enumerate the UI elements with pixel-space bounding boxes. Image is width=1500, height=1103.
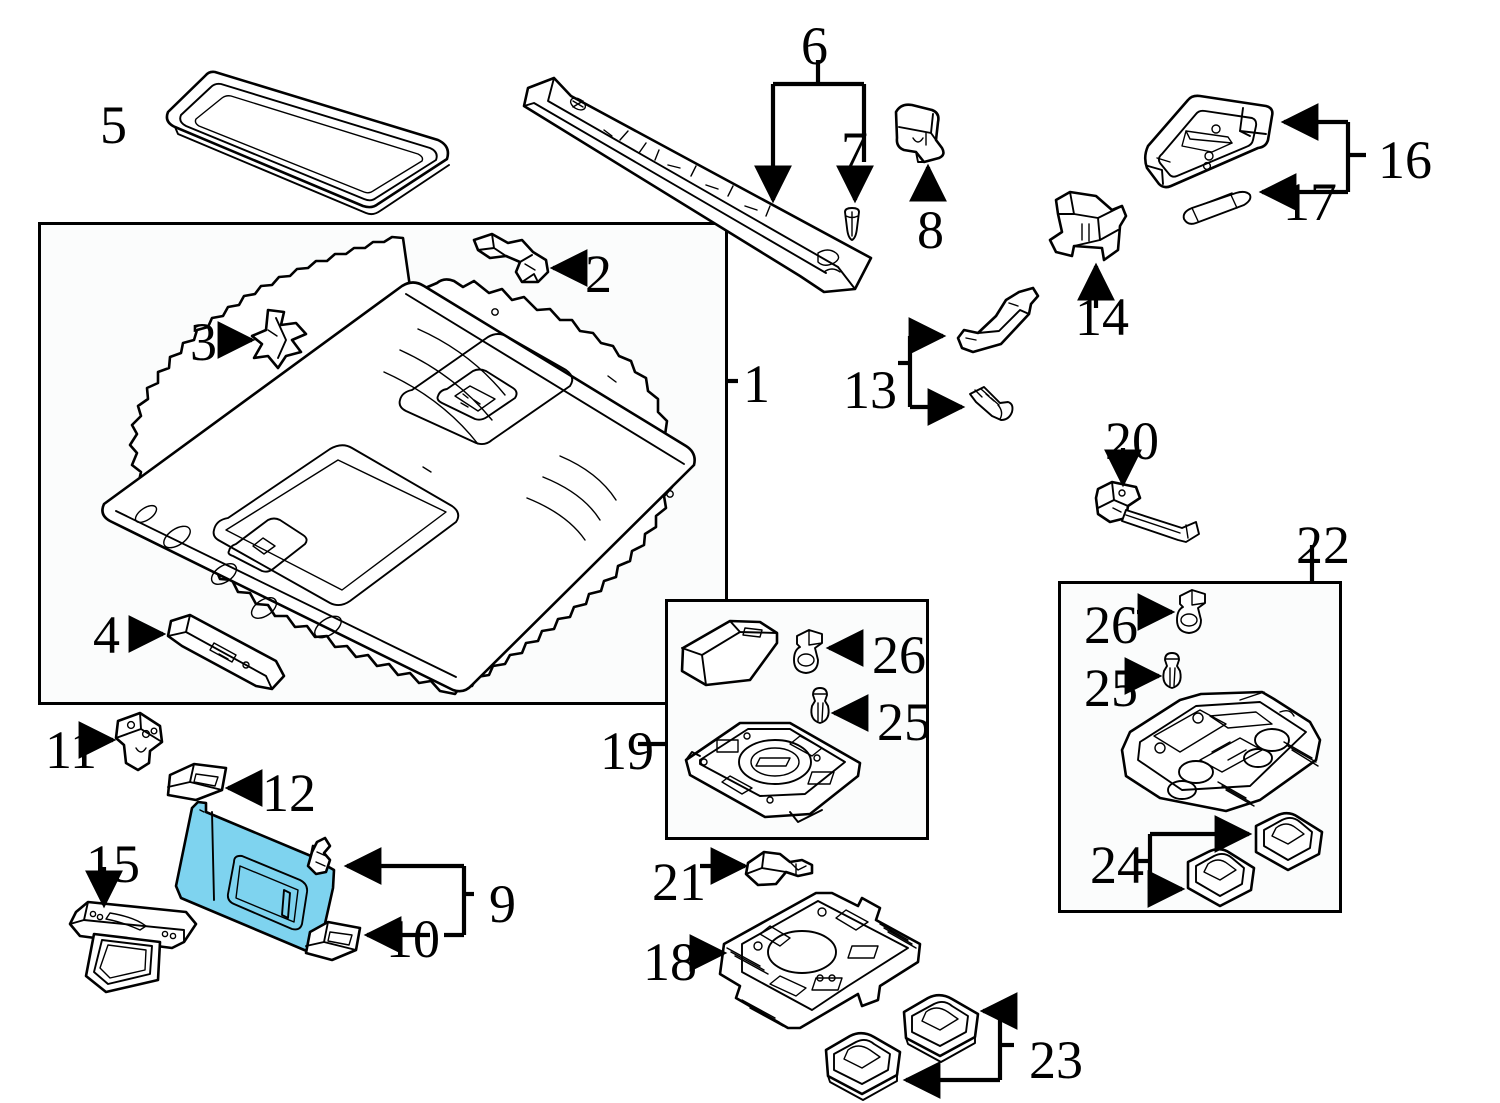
callout-number-visor-support-clip[interactable]: 10 — [386, 909, 440, 969]
callout-number-sun-visor-group[interactable]: 9 — [489, 874, 516, 934]
part-8-visor-mount-bracket — [894, 103, 945, 164]
callout-number-vanity-mirror-lamp[interactable]: 15 — [86, 834, 140, 894]
part-2-grab-handle-bracket — [472, 232, 550, 284]
part-1-headliner — [101, 235, 696, 696]
part-13-screw — [969, 386, 1014, 421]
callout-number-console-lens-pair[interactable]: 23 — [1029, 1030, 1083, 1090]
leader-24 — [1136, 815, 1253, 908]
callout-number-socket-bulb-holder[interactable]: 26 — [872, 625, 926, 685]
callout-number-visor-mount-bracket[interactable]: 8 — [917, 200, 944, 260]
callout-number-map-lamp-assembly-group[interactable]: 16 — [1378, 130, 1432, 190]
callout-number-coat-hook-bracket[interactable]: 11 — [45, 720, 97, 780]
part-6-header-trim — [522, 76, 873, 294]
part-5-sunroof-seal — [165, 70, 450, 216]
callout-number-console-lens-pair-boxed[interactable]: 24 — [1090, 835, 1144, 895]
callout-number-overhead-console-group[interactable]: 19 — [600, 721, 654, 781]
part-17-map-lamp-bulb — [1182, 190, 1252, 225]
part-19-contents — [680, 619, 862, 823]
part-13-assist-handle — [956, 286, 1040, 354]
callout-number-assist-handle-group[interactable]: 13 — [843, 360, 897, 420]
part-10-visor-support-clip — [304, 920, 362, 962]
part-16-map-lamp-assembly — [1143, 94, 1274, 189]
part-22-contents — [1120, 589, 1324, 908]
part-18-console-base — [718, 891, 922, 1030]
callout-number-handle-end-cover[interactable]: 14 — [1075, 287, 1129, 347]
part-7-push-pin-clip — [844, 207, 860, 241]
callout-number-windshield-header-trim-group[interactable]: 6 — [801, 16, 828, 76]
leader-23 — [902, 992, 1018, 1099]
callout-number-wedge-base-bulb[interactable]: 25 — [1084, 658, 1138, 718]
part-14-handle-end-cover — [1048, 190, 1128, 262]
callout-number-grab-handle-bracket[interactable]: 2 — [585, 244, 612, 304]
leader-6 — [754, 60, 874, 204]
callout-number-sunroof-opening-seal[interactable]: 5 — [100, 95, 127, 155]
part-4-assist-handle-trim — [166, 613, 286, 691]
part-9-sun-visor — [174, 800, 336, 954]
callout-number-overhead-console-base[interactable]: 18 — [643, 932, 697, 992]
callout-number-map-lamp-bulb[interactable]: 17 — [1283, 172, 1337, 232]
part-21-connector — [744, 850, 814, 887]
callout-number-sunroof-handle-latch[interactable]: 20 — [1105, 411, 1159, 471]
leader-13 — [898, 317, 966, 426]
callout-number-overhead-console-lamp-group[interactable]: 22 — [1296, 515, 1350, 575]
callout-number-visor-retainer-hook[interactable]: 12 — [262, 763, 316, 823]
callout-number-header-trim-clip[interactable]: 7 — [841, 121, 868, 181]
callout-number-socket-bulb-holder[interactable]: 26 — [1084, 595, 1138, 655]
part-11-coat-hook-bracket — [114, 711, 164, 772]
leader-16-17 — [1258, 103, 1366, 211]
callout-number-headliner-assembly-group[interactable]: 1 — [743, 354, 770, 414]
part-12-visor-retainer-hook — [166, 762, 228, 802]
callout-number-assist-handle-trim[interactable]: 4 — [93, 605, 120, 665]
callout-number-retainer-clip[interactable]: 3 — [190, 312, 217, 372]
leader-9-10 — [343, 847, 474, 954]
part-20-sunroof-latch — [1094, 480, 1200, 543]
callout-number-console-wire-connector[interactable]: 21 — [652, 852, 706, 912]
part-23-lens-pair — [824, 993, 980, 1101]
callout-number-wedge-base-bulb[interactable]: 25 — [877, 692, 931, 752]
part-15-vanity-mirror — [68, 900, 198, 994]
